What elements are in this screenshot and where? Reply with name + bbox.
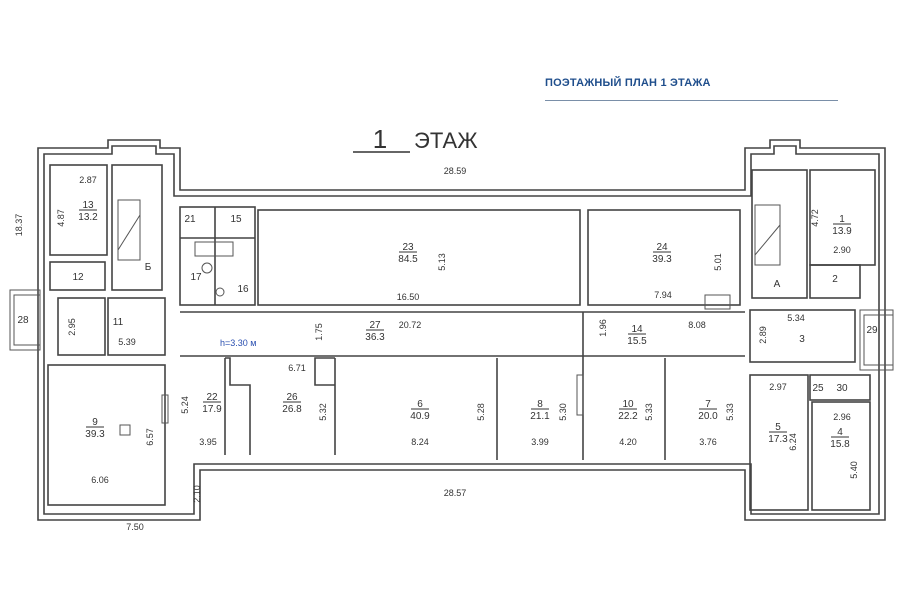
room-number: 26 (286, 392, 298, 403)
room-area: 17.9 (202, 404, 222, 415)
room-number: 14 (631, 324, 643, 335)
room-dimension: 2.97 (769, 382, 787, 392)
dim-bottom-offset: 2.10 (192, 485, 202, 503)
room-number: 6 (417, 399, 423, 410)
room-number: Б (145, 262, 152, 273)
room-dimension: 2.89 (758, 326, 768, 344)
room-dimension: 3.95 (199, 437, 217, 447)
room-area: 13.9 (832, 226, 852, 237)
ceiling-height: h=3.30 м (220, 338, 256, 348)
room-area: 26.8 (282, 404, 302, 415)
room-dimension: 6.71 (288, 363, 306, 373)
dim-bottom-length: 28.57 (444, 488, 467, 498)
room-dimension: 5.13 (437, 253, 447, 271)
room-dimension: 3.76 (699, 437, 717, 447)
room-number: 3 (799, 334, 805, 345)
room-number: 15 (230, 214, 242, 225)
room-dimension: 4.20 (619, 437, 637, 447)
room-number: 24 (656, 242, 668, 253)
header-underline (545, 100, 838, 101)
room-area: 39.3 (85, 429, 105, 440)
room-dimension: 8.24 (411, 437, 429, 447)
room-dimension: 5.33 (644, 403, 654, 421)
room-dimension: 8.08 (688, 320, 706, 330)
room-dimension: 7.94 (654, 290, 672, 300)
room-area: 84.5 (398, 254, 418, 265)
room-dimension: 2.87 (79, 175, 97, 185)
room-number: 12 (72, 272, 84, 283)
room-number: 21 (184, 214, 196, 225)
room-dimension: 6.06 (91, 475, 109, 485)
dim-left-wing-bottom: 7.50 (126, 522, 144, 532)
room-dimension: 5.34 (787, 313, 805, 323)
room-dimension: 5.32 (318, 403, 328, 421)
room-dimension: 2.90 (833, 245, 851, 255)
outer-walls (9, 139, 894, 521)
room-number: 4 (837, 427, 843, 438)
room-dimension: 5.24 (180, 396, 190, 414)
room-number: 27 (369, 320, 381, 331)
dim-top-length: 28.59 (444, 166, 467, 176)
room-dimension: 5.39 (118, 337, 136, 347)
room-area: 39.3 (652, 254, 672, 265)
plan-header-title: ПОЭТАЖНЫЙ ПЛАН 1 ЭТАЖА (545, 77, 711, 89)
room-dimension: 3.99 (531, 437, 549, 447)
room-number: 30 (836, 383, 848, 394)
room-dimension: 16.50 (397, 292, 420, 302)
room-number: 10 (622, 399, 634, 410)
room-dimension: 5.40 (849, 461, 859, 479)
room-number: 17 (190, 272, 202, 283)
floor-number: 1 (373, 124, 387, 154)
room-number: 5 (775, 422, 781, 433)
room-number: А (774, 279, 781, 290)
room-dimension: 1.96 (598, 319, 608, 337)
interior-walls (47, 164, 876, 511)
room-dimension: 20.72 (399, 320, 422, 330)
room-area: 22.2 (618, 411, 638, 422)
room-dimension: 4.72 (810, 209, 820, 227)
room-number: 9 (92, 417, 98, 428)
room-dimension: 1.75 (314, 323, 324, 341)
room-area: 15.8 (830, 439, 850, 450)
room-number: 1 (839, 214, 845, 225)
room-dimension: 2.95 (67, 318, 77, 336)
room-dimension: 2.96 (833, 412, 851, 422)
room-number: 11 (113, 317, 124, 328)
room-area: 17.3 (768, 434, 788, 445)
room-number: 25 (812, 383, 824, 394)
room-dimension: 6.24 (788, 433, 798, 451)
room-number: 29 (866, 325, 878, 336)
room-number: 13 (82, 200, 94, 211)
room-number: 22 (206, 392, 218, 403)
room-number: 2 (832, 274, 838, 285)
room-area: 21.1 (530, 411, 550, 422)
floor-word: ЭТАЖ (414, 128, 478, 153)
room-area: 36.3 (365, 332, 385, 343)
room-dimension: 6.57 (145, 428, 155, 446)
room-dimension: 4.87 (56, 209, 66, 227)
room-area: 40.9 (410, 411, 430, 422)
room-dimension: 5.30 (558, 403, 568, 421)
room-dimension: 5.33 (725, 403, 735, 421)
room-area: 15.5 (627, 336, 647, 347)
room-area: 20.0 (698, 411, 718, 422)
dim-left-height: 18.37 (14, 214, 24, 237)
room-number: 23 (402, 242, 414, 253)
room-number: 28 (17, 315, 29, 326)
room-number: 7 (705, 399, 711, 410)
room-dimension: 5.28 (476, 403, 486, 421)
room-number: 16 (237, 284, 249, 295)
room-dimension: 5.01 (713, 253, 723, 271)
room-area: 13.2 (78, 212, 98, 223)
room-number: 8 (537, 399, 543, 410)
